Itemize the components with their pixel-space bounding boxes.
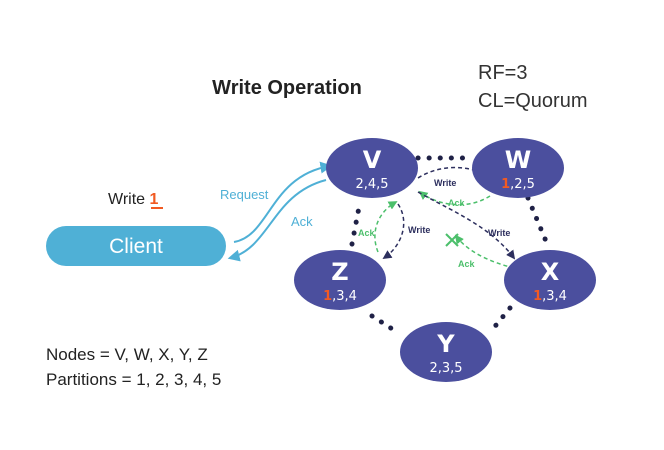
client-node: Client bbox=[46, 226, 226, 266]
write-v-z-label: Write bbox=[408, 225, 430, 235]
ack-z-v-arrow bbox=[374, 201, 398, 253]
ring-connections bbox=[349, 155, 551, 337]
node-v-partitions: 2,4,5 bbox=[355, 177, 388, 192]
client-write-value: 1 bbox=[149, 191, 158, 208]
node-z-rest: ,3,4 bbox=[332, 289, 357, 304]
ack-x-v-label: Ack bbox=[458, 259, 476, 269]
failed-ack-x-icon bbox=[445, 233, 459, 247]
node-v-letter: V bbox=[363, 146, 382, 174]
node-v-rest: 2,4,5 bbox=[355, 177, 388, 192]
node-w: W 1,2,5 bbox=[472, 138, 564, 198]
legend-partitions: Partitions = 1, 2, 3, 4, 5 bbox=[46, 370, 221, 389]
rf-label: RF=3 bbox=[478, 62, 527, 84]
node-w-rest: ,2,5 bbox=[510, 177, 535, 192]
client-ack-label: Ack bbox=[291, 214, 313, 229]
client-ack-arrow bbox=[227, 179, 327, 262]
ring-x-y bbox=[489, 305, 513, 333]
write-v-x-arrow bbox=[417, 191, 516, 260]
ring-z-v bbox=[349, 199, 363, 247]
node-y-letter: Y bbox=[436, 330, 455, 358]
client-write-prefix: Write bbox=[108, 191, 149, 208]
node-z: Z 1,3,4 bbox=[294, 250, 386, 310]
request-label: Request bbox=[220, 187, 269, 202]
ack-w-v-label: Ack bbox=[448, 198, 466, 208]
client-label: Client bbox=[109, 235, 163, 258]
node-x-highlight: 1 bbox=[533, 289, 542, 304]
node-y: Y 2,3,5 bbox=[400, 322, 492, 382]
client-write-label: Write 1 bbox=[108, 191, 158, 208]
node-x-letter: X bbox=[541, 258, 560, 286]
node-z-partitions: 1,3,4 bbox=[323, 289, 357, 304]
node-z-highlight: 1 bbox=[323, 289, 332, 304]
legend-nodes: Nodes = V, W, X, Y, Z bbox=[46, 345, 208, 364]
request-arrow bbox=[233, 161, 333, 243]
write-v-w-label: Write bbox=[434, 178, 456, 188]
node-y-rest: 2,3,5 bbox=[429, 361, 462, 376]
node-y-partitions: 2,3,5 bbox=[429, 361, 462, 376]
ack-x-v-arrow bbox=[454, 234, 515, 269]
write-v-x-label: Write bbox=[488, 228, 510, 238]
ring-w-x bbox=[525, 195, 551, 249]
node-z-letter: Z bbox=[331, 258, 348, 286]
cl-label: CL=Quorum bbox=[478, 90, 588, 112]
node-x-partitions: 1,3,4 bbox=[533, 289, 567, 304]
node-w-letter: W bbox=[505, 146, 531, 174]
write-v-z-arrow bbox=[382, 203, 405, 259]
node-v: V 2,4,5 bbox=[326, 138, 418, 198]
node-w-highlight: 1 bbox=[501, 177, 510, 192]
node-x: X 1,3,4 bbox=[504, 250, 596, 310]
diagram-title: Write Operation bbox=[212, 77, 362, 99]
ring-y-z bbox=[369, 313, 403, 337]
node-w-partitions: 1,2,5 bbox=[501, 177, 535, 192]
ack-w-v-arrow bbox=[418, 190, 491, 206]
ack-z-v-label: Ack bbox=[358, 228, 376, 238]
node-x-rest: ,3,4 bbox=[542, 289, 567, 304]
